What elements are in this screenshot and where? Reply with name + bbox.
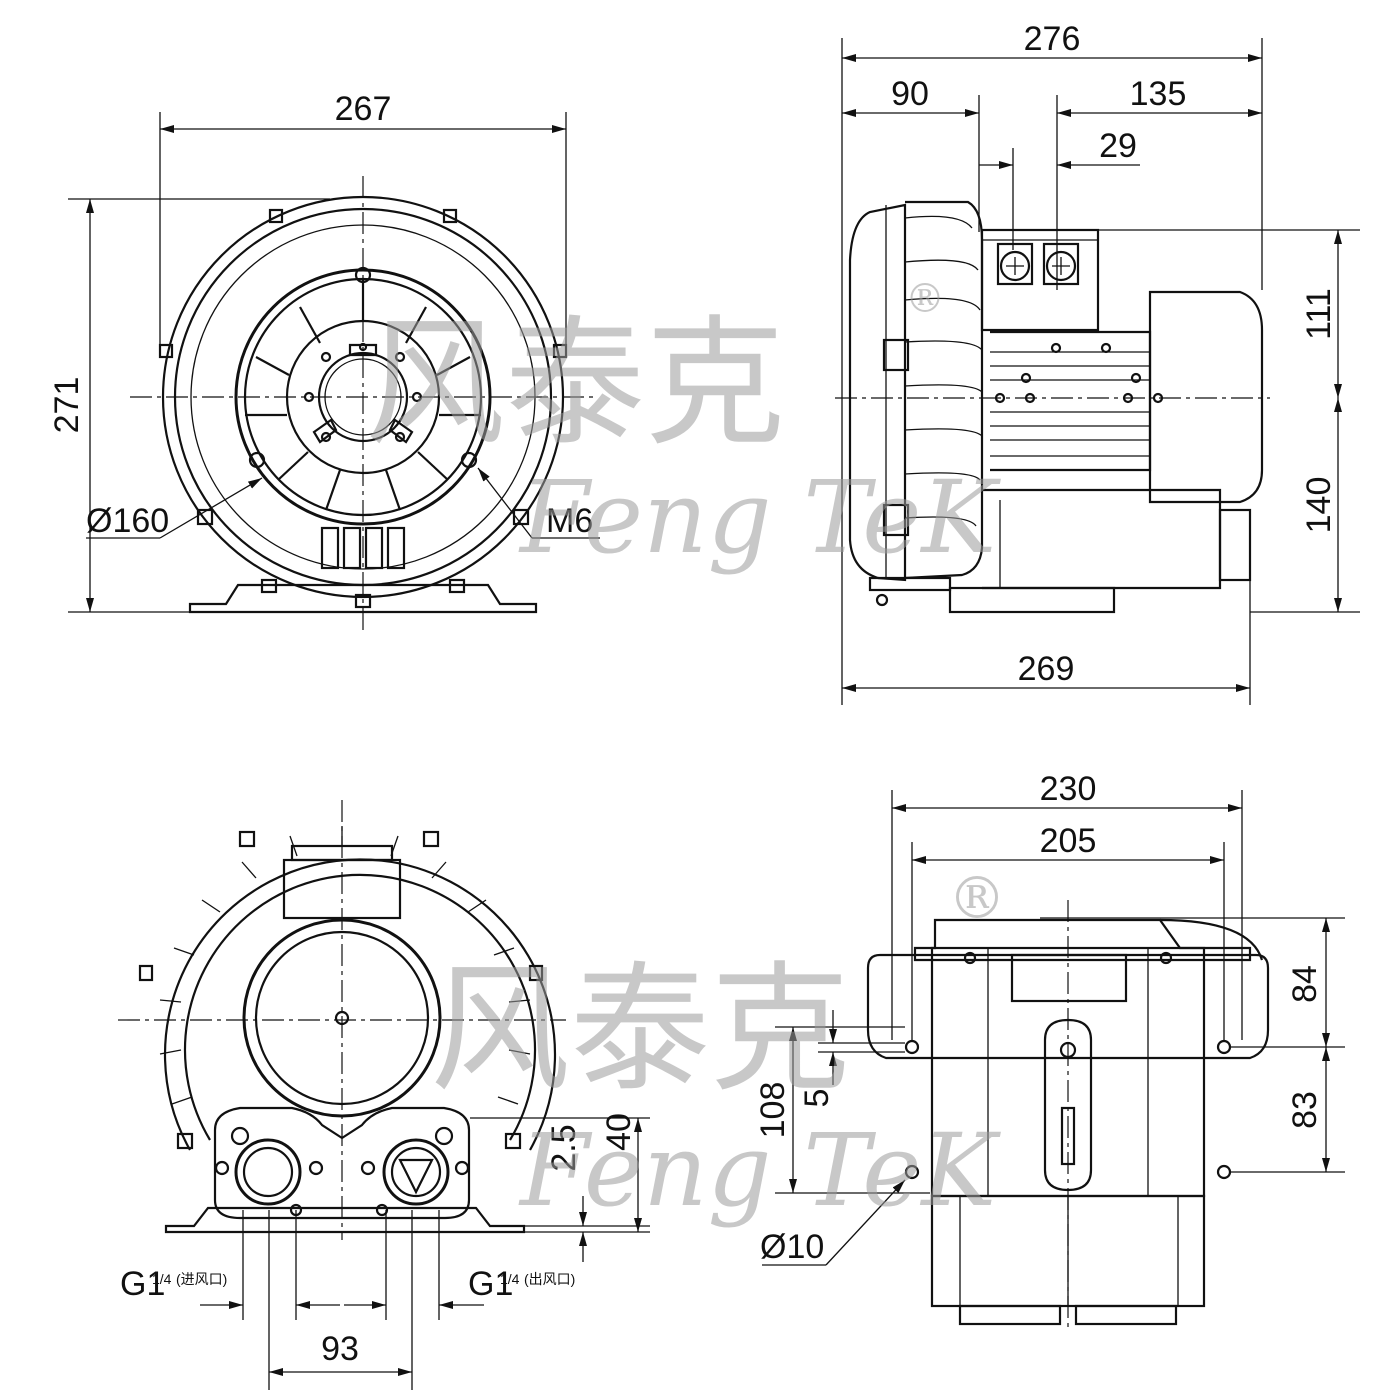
bottom-height-83-label: 83 — [1286, 1091, 1324, 1129]
rear-view — [118, 800, 650, 1390]
front-width-label: 267 — [335, 90, 392, 128]
lower-height-label: 140 — [1300, 477, 1338, 534]
front-height-label: 271 — [48, 377, 86, 434]
watermark-latin-top: Feng TeK — [518, 459, 1001, 576]
bottom-height-108-label: 108 — [754, 1082, 792, 1139]
outlet-port-note: (出风口) — [524, 1271, 575, 1287]
watermark-latin-bottom: Feng TeK — [518, 1112, 1001, 1229]
bottom-width-205-label: 205 — [1040, 822, 1097, 860]
side-left-offset-label: 90 — [891, 75, 929, 113]
watermark-chinese-top: 风泰克 — [365, 303, 785, 466]
port-spacing-label: 93 — [321, 1330, 359, 1368]
slot-5-label: 5 — [798, 1089, 836, 1108]
side-view — [835, 38, 1360, 705]
side-overall-bottom-label: 269 — [1018, 650, 1075, 688]
watermark-registered-top: ® — [905, 276, 945, 322]
bottom-view — [762, 790, 1345, 1330]
bolt-size-label: M6 — [546, 502, 593, 540]
inlet-port-label: G1 — [120, 1265, 165, 1303]
bottom-height-84-label: 84 — [1286, 965, 1324, 1003]
rear-height-2-5-label: 2.5 — [545, 1124, 583, 1171]
inlet-diameter-label: Ø160 — [86, 502, 169, 540]
front-view — [68, 112, 600, 630]
terminal-spacing-label: 29 — [1099, 127, 1137, 165]
hole-diameter-label: Ø10 — [760, 1228, 824, 1266]
upper-height-label: 111 — [1300, 288, 1338, 340]
outlet-port-sup: 1/4 — [500, 1271, 520, 1287]
inlet-port-note: (进风口) — [176, 1271, 227, 1287]
outlet-port-label: G1 — [468, 1265, 513, 1303]
rear-height-40-label: 40 — [600, 1113, 638, 1151]
watermark-chinese-bottom: 风泰克 — [430, 949, 850, 1112]
bottom-width-230-label: 230 — [1040, 770, 1097, 808]
side-right-offset-label: 135 — [1130, 75, 1187, 113]
watermark-registered-bottom: ® — [948, 864, 1006, 932]
inlet-port-sup: 1/4 — [152, 1271, 172, 1287]
side-overall-top-label: 276 — [1024, 20, 1081, 58]
